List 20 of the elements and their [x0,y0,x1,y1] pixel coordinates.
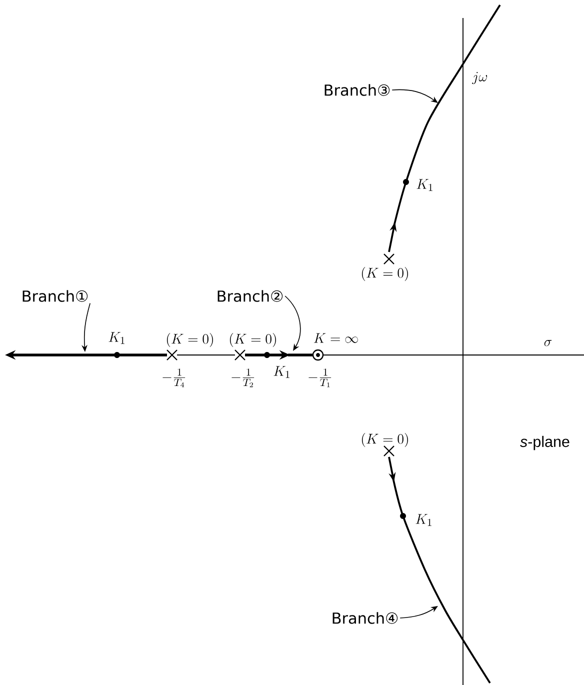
math-label: $K_1$ [108,332,124,344]
branch-label: Branch① [22,290,88,302]
math-label: $(K=0)$ [166,332,213,348]
branch-label: Branch③ [324,84,390,96]
math-label: $K_1$ [416,514,432,526]
plane-label: s-plane [520,436,570,450]
math-label: $j\omega$ [472,72,488,84]
math-label: $K=\infty$ [314,333,358,343]
math-label: $\sigma$ [544,340,552,346]
math-label: $(K=0)$ [230,332,276,348]
math-label: $-\frac{1}{T_1}$ [308,368,332,388]
math-label: $-\frac{1}{T_2}$ [232,368,254,388]
leader-line [392,89,438,103]
branch-label: Branch② [218,290,283,302]
math-label: $-\frac{1}{T_4}$ [162,368,186,388]
math-label: $K_1$ [274,366,290,378]
math-label: $K_1$ [416,179,432,191]
branch-label: Branch④ [332,612,398,624]
math-label: $(K=0)$ [362,266,408,282]
math-label: $(K=0)$ [362,432,408,448]
